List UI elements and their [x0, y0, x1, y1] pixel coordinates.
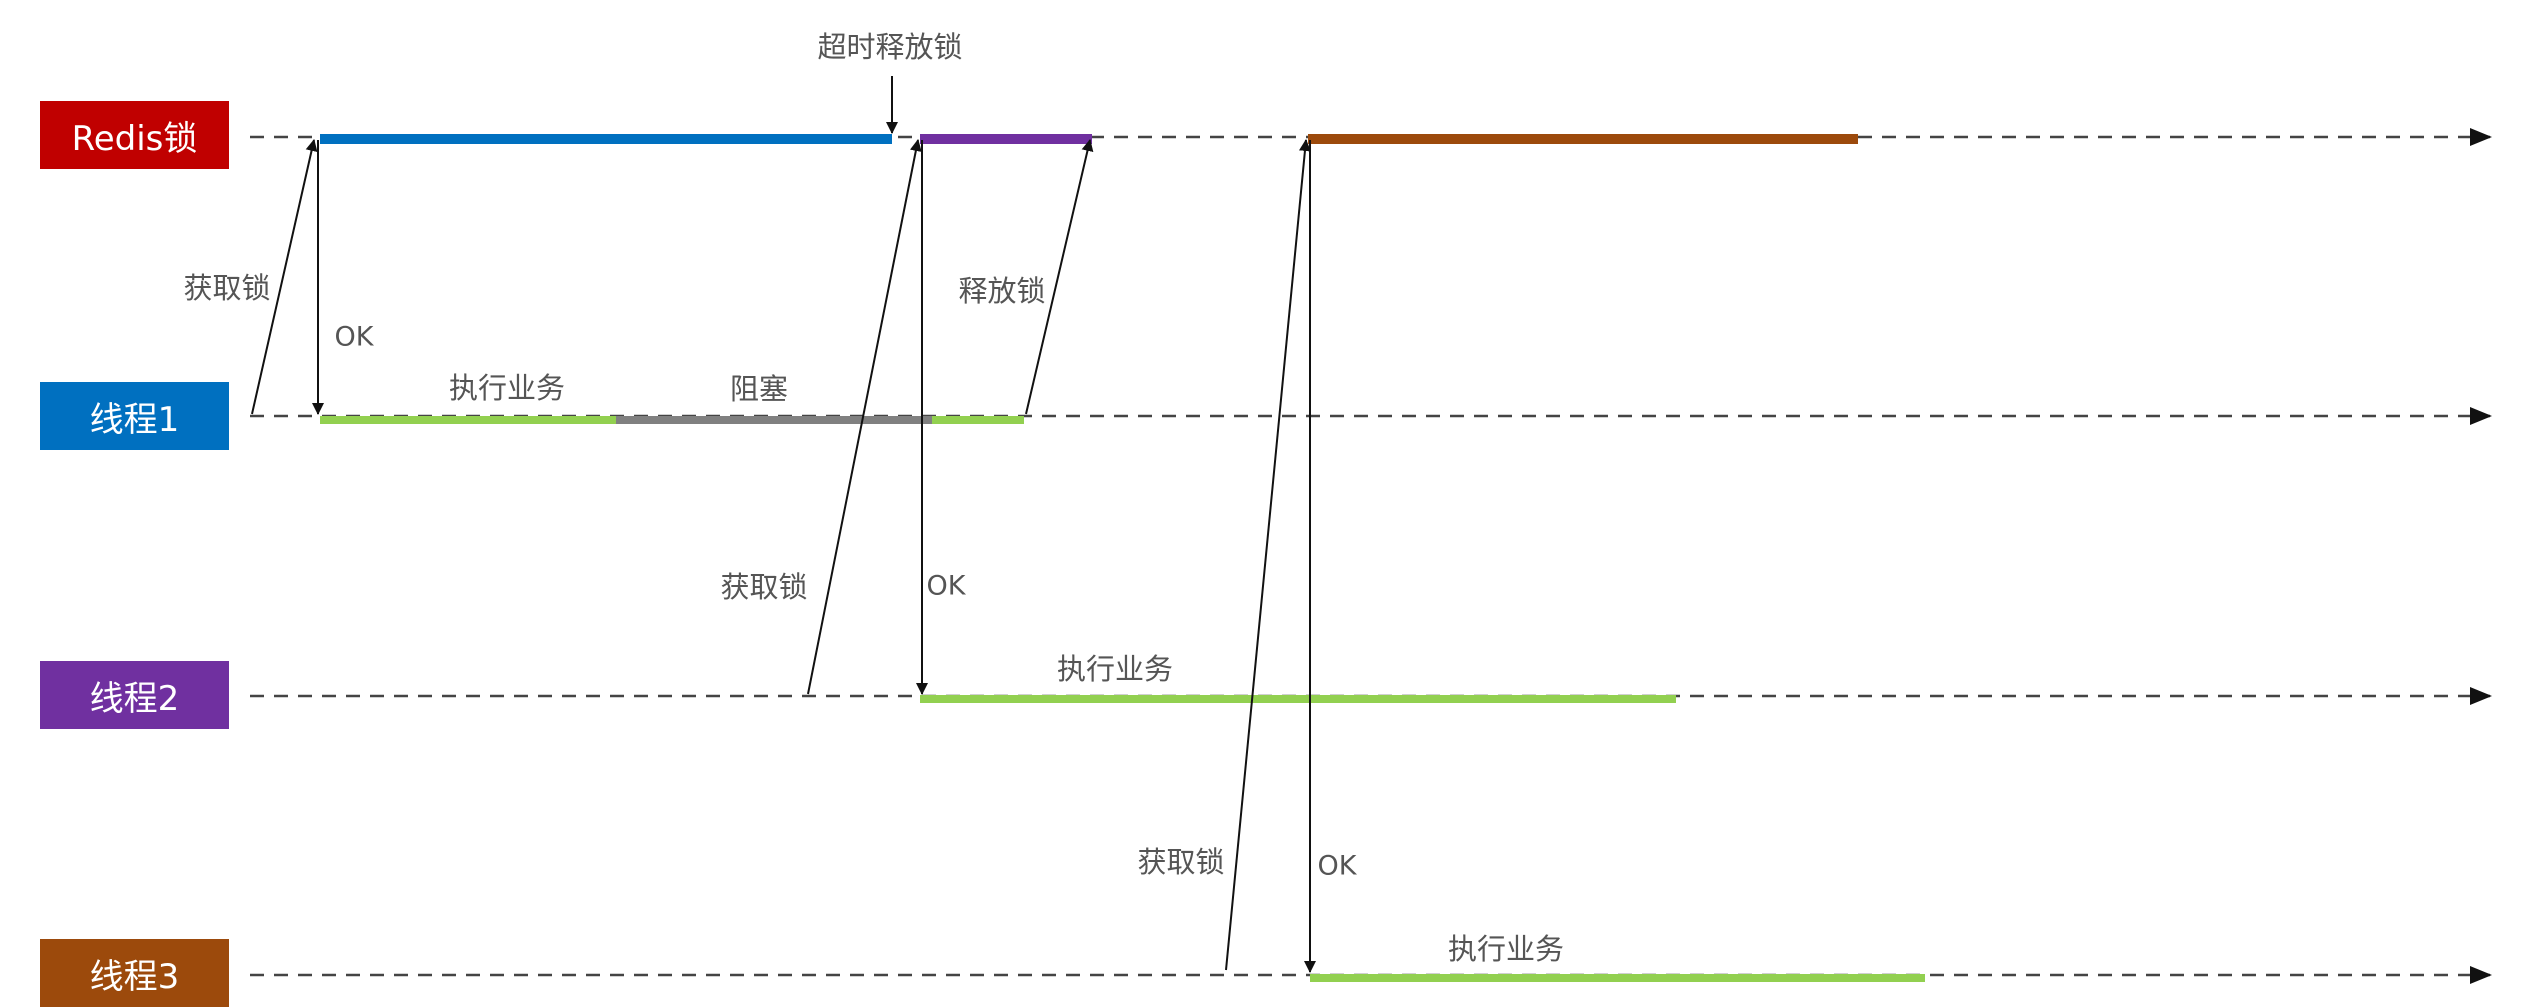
thread2-ok-label: OK [926, 570, 966, 602]
lock-hold-thread3-bar [1308, 134, 1858, 144]
thread2-execute-label: 执行业务 [1056, 652, 1174, 686]
thread1-blocked-label: 阻塞 [729, 372, 789, 406]
timeout-release-label: 超时释放锁 [817, 30, 963, 64]
lock-hold-thread1-bar [320, 134, 892, 144]
lane-label-thread1: 线程1 [40, 382, 229, 450]
lane-label-redis-lock: Redis锁 [40, 101, 229, 169]
release-lock-label: 释放锁 [958, 274, 1046, 308]
thread3-execute-bar [1310, 974, 1925, 982]
thread2-acquire-label: 获取锁 [720, 570, 808, 604]
thread1-execute-bar [320, 416, 616, 424]
thread3-ok-label: OK [1317, 850, 1357, 882]
thread1-execute-label: 执行业务 [448, 371, 566, 405]
thread1-acquire-label: 获取锁 [183, 271, 271, 305]
lane-label-thread3: 线程3 [40, 939, 229, 1007]
lane-label-text: 线程1 [89, 399, 180, 440]
lane-label-text: 线程3 [89, 956, 180, 997]
lane-label-thread2: 线程2 [40, 661, 229, 729]
thread2-execute-bar [920, 695, 1676, 703]
thread2-acquire-arrow [807, 139, 922, 695]
lane-label-text: 线程2 [89, 678, 180, 719]
thread1-ok-label: OK [334, 321, 374, 353]
thread3-acquire-label: 获取锁 [1137, 845, 1225, 879]
thread1-release-arrow [1025, 139, 1094, 415]
lane-label-text: Redis锁 [71, 118, 198, 159]
thread1-blocked-bar [616, 416, 932, 424]
thread3-execute-label: 执行业务 [1447, 932, 1565, 966]
lock-hold-thread2-bar [920, 134, 1092, 144]
thread1-acquire-arrow [251, 139, 318, 415]
thread3-acquire-arrow [1225, 139, 1311, 971]
thread1-execute-bar-2 [932, 416, 1024, 424]
